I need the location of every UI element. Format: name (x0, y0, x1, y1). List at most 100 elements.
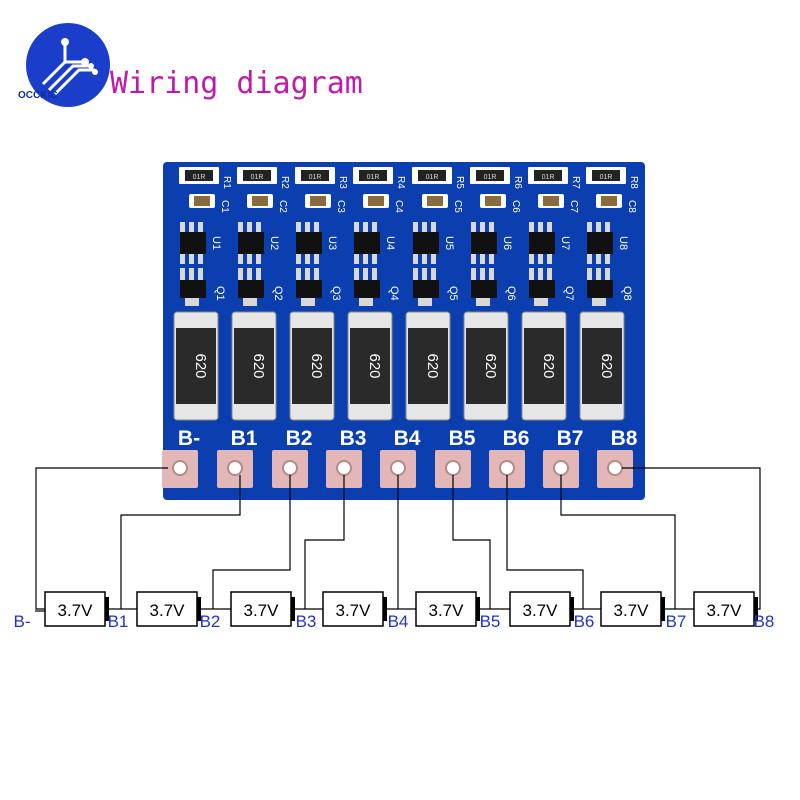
ic-pin (247, 222, 252, 232)
capacitor-body (310, 196, 326, 206)
cell-terminal (754, 597, 758, 621)
mosfet-pin (587, 268, 592, 280)
ic-pin (538, 222, 543, 232)
battery-cell-7: 3.7V (600, 591, 694, 627)
resistor-code: 01R (542, 174, 555, 181)
ic-pin (538, 254, 543, 264)
pad-label-4: B4 (394, 427, 421, 450)
cell-terminal (661, 597, 665, 621)
mosfet-q-2 (238, 280, 264, 298)
pad-label-8: B8 (611, 427, 638, 450)
brand-name: OCCKIC (18, 90, 58, 101)
power-resistor-code: 620 (250, 353, 267, 378)
ic-pin (471, 222, 476, 232)
ic-pin (471, 254, 476, 264)
ic-pin (247, 254, 252, 264)
capacitor-body (194, 196, 210, 206)
cell-voltage-label: 3.7V (614, 601, 650, 620)
mosfet-pin (256, 268, 261, 280)
battery-cell-1: 3.7V (44, 591, 137, 627)
mosfet-pin (354, 268, 359, 280)
ic-pin (198, 222, 203, 232)
mosfet-q-3 (296, 280, 322, 298)
resistor-code: 01R (367, 174, 380, 181)
ic-pin (189, 254, 194, 264)
diagram-title: Wiring diagram (110, 66, 363, 101)
pad-hole-3 (336, 460, 352, 476)
cell-voltage-label: 3.7V (150, 601, 186, 620)
ic-pin (529, 222, 534, 232)
mosfet-pin (529, 268, 534, 280)
node-label-0: B- (14, 612, 31, 631)
cell-voltage-label: 3.7V (336, 601, 372, 620)
ic-pin (314, 222, 319, 232)
power-resistor-code: 620 (540, 353, 557, 378)
designator-r: R4 (395, 176, 406, 189)
designator-u: U8 (617, 236, 629, 250)
power-resistor-code: 620 (598, 353, 615, 378)
wire-b5 (452, 475, 491, 609)
pad-hole-8 (607, 460, 623, 476)
ic-pin (296, 222, 301, 232)
ic-pin (354, 254, 359, 264)
ic-pin (605, 222, 610, 232)
ic-pin (305, 222, 310, 232)
pad-hole-2 (282, 460, 298, 476)
cell-voltage-label: 3.7V (523, 601, 559, 620)
designator-u: U2 (268, 236, 280, 250)
ic-pin (305, 254, 310, 264)
designator-q: Q2 (272, 286, 284, 301)
mosfet-pin (372, 268, 377, 280)
designator-c: C1 (219, 200, 230, 213)
mosfet-q-5 (413, 280, 439, 298)
designator-q: Q4 (388, 286, 400, 301)
designator-u: U4 (384, 236, 396, 250)
ic-pin (529, 254, 534, 264)
cell-voltage-label: 3.7V (58, 601, 94, 620)
cell-voltage-label: 3.7V (429, 601, 465, 620)
cell-body (322, 591, 384, 627)
battery-cell-4: 3.7V (322, 591, 416, 627)
mosfet-pin (189, 268, 194, 280)
mosfet-pin (296, 268, 301, 280)
cell-body (509, 591, 571, 627)
ic-pin (480, 222, 485, 232)
designator-c: C4 (393, 200, 404, 213)
cell-voltage-label: 3.7V (244, 601, 280, 620)
resistor-code: 01R (484, 174, 497, 181)
ic-pin (489, 222, 494, 232)
mosfet-tab (534, 298, 548, 306)
battery-cell-3: 3.7V (230, 591, 323, 627)
resistor-body (534, 170, 562, 181)
mosfet-tab (185, 298, 199, 306)
mosfet-tab (592, 298, 606, 306)
power-resistor-body (292, 328, 332, 404)
ic-pin (256, 254, 261, 264)
designator-c: C5 (452, 200, 463, 213)
ic-pin (413, 254, 418, 264)
resistor-body (359, 170, 387, 181)
cell-terminal (570, 597, 574, 621)
ic-pin (587, 254, 592, 264)
resistor-body (418, 170, 446, 181)
pad-hole-0 (172, 460, 188, 476)
cell-voltage-label: 3.7V (707, 601, 743, 620)
ic-pin (596, 222, 601, 232)
capacitor-body (368, 196, 384, 206)
power-resistor-code: 620 (192, 353, 209, 378)
cell-terminal (476, 597, 480, 621)
ic-u-1 (180, 232, 206, 254)
mosfet-tab (359, 298, 373, 306)
ic-pin (296, 254, 301, 264)
designator-q: Q7 (563, 286, 575, 301)
cell-terminal (197, 597, 201, 621)
capacitor-body (252, 196, 268, 206)
ic-pin (238, 222, 243, 232)
node-label-7: B7 (666, 612, 687, 631)
ic-u-3 (296, 232, 322, 254)
battery-cell-6: 3.7V (509, 591, 601, 627)
ic-pin (489, 254, 494, 264)
mosfet-pin (605, 268, 610, 280)
